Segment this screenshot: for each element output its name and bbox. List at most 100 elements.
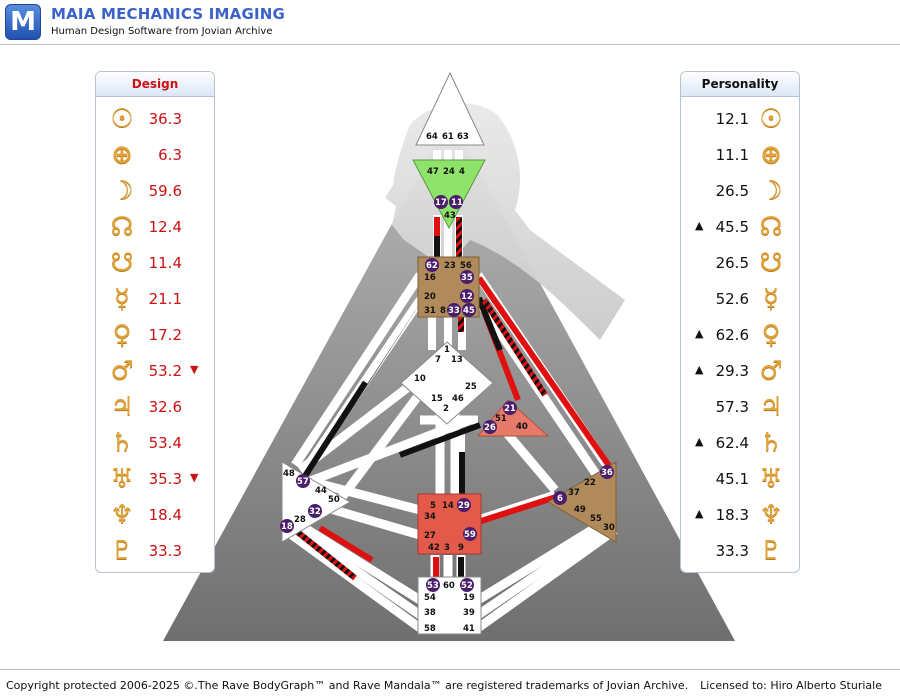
gate-61: 61 bbox=[442, 132, 454, 142]
moon-icon: ☽ bbox=[110, 176, 134, 206]
personality-value: 12.1 bbox=[715, 110, 749, 128]
gate-28: 28 bbox=[294, 515, 306, 525]
gate-58: 58 bbox=[424, 624, 436, 634]
personality-value: 52.6 bbox=[715, 290, 749, 308]
saturn-icon: ♄ bbox=[759, 428, 783, 458]
bodygraph: 64 61 63 47 24 4 17 11 43 62 23 56 16 35… bbox=[163, 71, 735, 641]
gate-27: 27 bbox=[424, 531, 436, 541]
personality-value: 33.3 bbox=[715, 542, 749, 560]
mercury-icon: ☿ bbox=[114, 284, 130, 314]
personality-row-sun: ☉12.1 bbox=[681, 101, 799, 137]
design-value: 18.4 bbox=[148, 506, 182, 524]
gate-3: 3 bbox=[444, 543, 450, 553]
solar-plexus-center bbox=[547, 461, 617, 543]
south-node-icon: ☋ bbox=[110, 248, 134, 278]
gate-36: 36 bbox=[601, 468, 613, 478]
personality-value: 26.5 bbox=[715, 182, 749, 200]
personality-panel: Personality ☉12.1⊕11.1☽26.5☊45.5▲☋26.5☿5… bbox=[680, 71, 800, 573]
mars-icon: ♂ bbox=[110, 356, 134, 386]
gate-8: 8 bbox=[440, 306, 446, 316]
gate-42: 42 bbox=[428, 543, 440, 553]
personality-value: 11.1 bbox=[715, 146, 749, 164]
gate-31: 31 bbox=[424, 306, 436, 316]
gate-37: 37 bbox=[568, 488, 580, 498]
gate-29: 29 bbox=[458, 501, 470, 511]
saturn-icon: ♄ bbox=[110, 428, 134, 458]
jupiter-icon: ♃ bbox=[759, 392, 783, 422]
personality-row-mars: ♂29.3▲ bbox=[681, 353, 799, 389]
personality-row-uranus: ♅ 45.1 bbox=[681, 461, 799, 497]
earth-icon: ⊕ bbox=[760, 140, 782, 170]
design-row-pluto: ♇33.3 bbox=[96, 533, 214, 569]
main-area: 64 61 63 47 24 4 17 11 43 62 23 56 16 35… bbox=[0, 45, 900, 669]
design-row-south-node: ☋ 11.4 bbox=[96, 245, 214, 281]
head-center bbox=[415, 71, 485, 146]
gate-52: 52 bbox=[461, 581, 473, 591]
design-value: 33.3 bbox=[148, 542, 182, 560]
gate-57: 57 bbox=[297, 477, 309, 487]
design-value: 11.4 bbox=[148, 254, 182, 272]
personality-row-north-node: ☊45.5▲ bbox=[681, 209, 799, 245]
design-value: 59.6 bbox=[148, 182, 182, 200]
gate-4: 4 bbox=[459, 167, 465, 177]
personality-row-mercury: ☿52.6 bbox=[681, 281, 799, 317]
design-panel: Design ☉36.3⊕6.3☽59.6☊12.4☋11.4☿21.1♀17.… bbox=[95, 71, 215, 573]
gate-15: 15 bbox=[431, 394, 443, 404]
design-value: 32.6 bbox=[148, 398, 182, 416]
defined-channels bbox=[293, 217, 615, 581]
gate-49: 49 bbox=[574, 505, 586, 515]
personality-value: 62.4 bbox=[715, 434, 749, 452]
venus-icon: ♀ bbox=[761, 320, 781, 350]
personality-value: 62.6 bbox=[715, 326, 749, 344]
design-row-venus: ♀ 17.2 bbox=[96, 317, 214, 353]
app-subtitle: Human Design Software from Jovian Archiv… bbox=[51, 26, 273, 37]
design-panel-title: Design bbox=[96, 72, 214, 97]
gate-32: 32 bbox=[309, 507, 321, 517]
app-header: M MAIA MECHANICS IMAGING Human Design So… bbox=[0, 0, 900, 45]
personality-row-venus: ♀62.6▲ bbox=[681, 317, 799, 353]
gate-12: 12 bbox=[461, 292, 473, 302]
license-text: Licensed to: Hiro Alberto Sturiale bbox=[700, 679, 882, 692]
gate-25: 25 bbox=[465, 382, 477, 392]
gate-46: 46 bbox=[452, 394, 464, 404]
gate-50: 50 bbox=[328, 495, 340, 505]
personality-value: 18.3 bbox=[715, 506, 749, 524]
gate-59: 59 bbox=[464, 530, 476, 540]
personality-row-moon: ☽26.5 bbox=[681, 173, 799, 209]
gate-56: 56 bbox=[460, 261, 472, 271]
personality-value: 45.1 bbox=[715, 470, 749, 488]
gate-33: 33 bbox=[448, 306, 460, 316]
design-value: 53.2 bbox=[148, 362, 182, 380]
gate-40: 40 bbox=[516, 422, 528, 432]
north-node-icon: ☊ bbox=[759, 212, 783, 242]
personality-row-earth: ⊕ 11.1 bbox=[681, 137, 799, 173]
design-value: 17.2 bbox=[148, 326, 182, 344]
gate-34: 34 bbox=[424, 512, 436, 522]
gate-38: 38 bbox=[424, 608, 436, 618]
gate-54: 54 bbox=[424, 593, 436, 603]
gate-6: 6 bbox=[557, 494, 563, 504]
gate-9: 9 bbox=[458, 543, 464, 553]
gate-51: 51 bbox=[495, 414, 507, 424]
personality-panel-title: Personality bbox=[681, 72, 799, 97]
design-row-jupiter: ♃32.6 bbox=[96, 389, 214, 425]
design-row-north-node: ☊12.4 bbox=[96, 209, 214, 245]
venus-icon: ♀ bbox=[112, 320, 132, 350]
personality-value: 26.5 bbox=[715, 254, 749, 272]
design-row-saturn: ♄53.4 bbox=[96, 425, 214, 461]
down-arrow-icon: ▼ bbox=[190, 363, 199, 376]
design-row-earth: ⊕6.3 bbox=[96, 137, 214, 173]
design-row-neptune: ♆ 18.4 bbox=[96, 497, 214, 533]
gate-13: 13 bbox=[451, 355, 463, 365]
ajna-center bbox=[412, 159, 486, 230]
neptune-icon: ♆ bbox=[110, 500, 134, 530]
up-arrow-icon: ▲ bbox=[695, 363, 704, 376]
copyright-text: Copyright protected 2006-2025 ©.The Rave… bbox=[6, 679, 689, 692]
gate-45: 45 bbox=[463, 306, 475, 316]
gate-23: 23 bbox=[444, 261, 456, 271]
gate-21: 21 bbox=[504, 404, 516, 414]
up-arrow-icon: ▲ bbox=[695, 435, 704, 448]
gate-17: 17 bbox=[435, 198, 447, 208]
uranus-icon: ♅ bbox=[759, 464, 783, 494]
head-gates-label: 64 bbox=[426, 132, 438, 142]
